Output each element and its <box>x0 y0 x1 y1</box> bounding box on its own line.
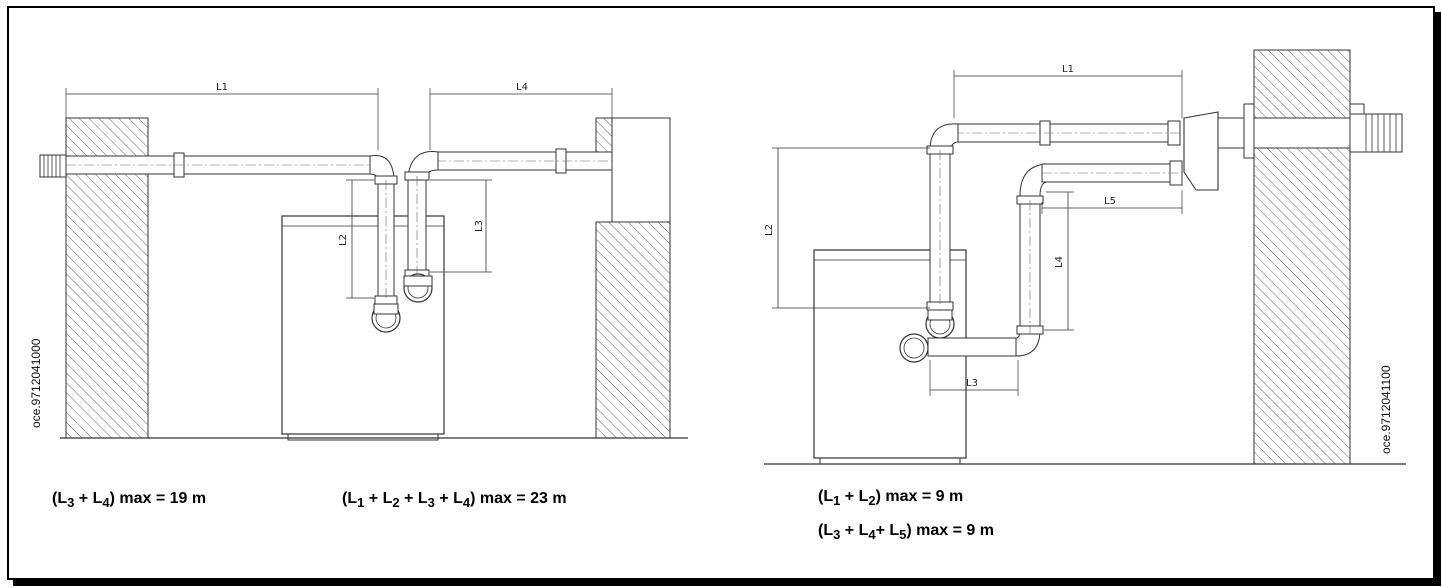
right-dim-l5: L5 <box>1041 190 1183 214</box>
left-dim-l2: L2 <box>338 179 374 299</box>
right-terminal <box>1183 103 1403 191</box>
right-pipe-lower <box>899 160 1183 363</box>
left-formula-a: (L3 + L4) max = 19 m <box>52 490 207 511</box>
right-formula-b: (L3 + L4+ L5) max = 9 m <box>818 522 994 543</box>
figure-frame <box>7 6 1435 580</box>
left-pipe-vertical-b <box>403 151 439 303</box>
right-figure-code: oce.9712041100 <box>1379 365 1393 454</box>
right-pipe-vertical-l2 <box>925 123 959 339</box>
right-dim-l3: L3 <box>929 360 1019 396</box>
left-boiler-base <box>287 434 439 441</box>
left-wall-opening <box>611 117 671 223</box>
right-dim-l1: L1 <box>953 64 1183 118</box>
right-label-l2: L2 <box>764 224 775 236</box>
right-pipe-upper <box>953 120 1181 146</box>
right-diagram: L1 L2 L5 L4 L3 oce.971 <box>764 49 1406 465</box>
left-formula-b: (L1 + L2 + L3 + L4) max = 23 m <box>342 490 567 511</box>
right-label-l4: L4 <box>1054 256 1065 268</box>
left-label-l2: L2 <box>338 234 349 246</box>
right-wall <box>1253 49 1351 465</box>
right-label-l3: L3 <box>966 378 978 389</box>
left-pipe-horizontal-b <box>435 148 613 174</box>
right-dim-l4: L4 <box>1044 191 1074 331</box>
left-diagram: L1 L4 L2 L3 oce.9712041000 <box>29 82 688 441</box>
left-pipe-vertical-a <box>369 154 401 333</box>
right-formula-a: (L1 + L2) max = 9 m <box>818 488 964 509</box>
left-label-l4: L4 <box>516 82 528 93</box>
right-label-l1: L1 <box>1062 64 1074 75</box>
left-dim-l4: L4 <box>429 82 613 150</box>
right-boiler-base <box>819 458 961 465</box>
left-figure-code: oce.9712041000 <box>29 338 43 428</box>
right-label-l5: L5 <box>1104 196 1116 207</box>
right-dim-l2: L2 <box>764 147 930 309</box>
left-label-l1: L1 <box>216 82 228 93</box>
left-label-l3: L3 <box>474 220 485 232</box>
left-dim-l3: L3 <box>430 179 492 273</box>
left-terminal-grill <box>39 154 67 178</box>
left-pipe-horizontal-a <box>65 152 379 178</box>
left-dim-l1: L1 <box>65 82 379 150</box>
